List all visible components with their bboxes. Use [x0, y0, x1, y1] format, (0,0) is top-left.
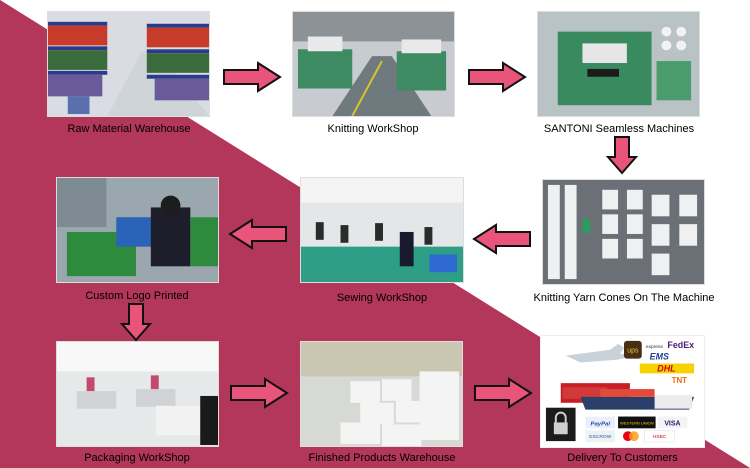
- finished-products-photo: [300, 341, 463, 447]
- step-label-packaging: Packaging WorkShop: [84, 452, 190, 464]
- step-label-logo-printed: Custom Logo Printed: [85, 290, 189, 302]
- warehouse-shelves-photo: [47, 11, 210, 117]
- arrow-right-icon: [473, 377, 533, 409]
- ups-logo-icon: [623, 340, 642, 359]
- svg-text:ups: ups: [627, 348, 639, 355]
- packaging-workshop-photo: [56, 341, 219, 447]
- svg-text:VISA: VISA: [664, 420, 680, 427]
- step-label-delivery: Delivery To Customers: [567, 452, 678, 464]
- arrow-right-icon: [222, 61, 282, 93]
- svg-text:HSBC: HSBC: [653, 434, 667, 440]
- step-label-yarn-cones: Knitting Yarn Cones On The Machine: [533, 292, 715, 304]
- seamless-machine-photo: [537, 11, 700, 117]
- logo-printing-photo: [56, 177, 219, 283]
- svg-text:PayPal: PayPal: [591, 421, 611, 427]
- arrow-left-icon: [472, 223, 532, 255]
- knitting-workshop-photo: [292, 11, 455, 117]
- svg-text:EMS: EMS: [650, 352, 669, 362]
- arrow-right-icon: [467, 61, 527, 93]
- arrow-down-icon: [120, 302, 152, 342]
- svg-text:TNT: TNT: [672, 376, 688, 385]
- sewing-workshop-photo: [300, 177, 464, 283]
- yarn-cones-photo: [542, 179, 705, 285]
- delivery-collage: ups express FedEx EMS DHL TNT PayPal WES…: [540, 335, 705, 448]
- arrow-down-icon: [606, 135, 638, 175]
- svg-text:DHL: DHL: [657, 363, 675, 373]
- step-label-santoni: SANTONI Seamless Machines: [543, 123, 695, 135]
- svg-text:FedEx: FedEx: [667, 340, 694, 350]
- step-label-raw-material: Raw Material Warehouse: [67, 123, 191, 135]
- svg-text:ESCROW: ESCROW: [589, 434, 612, 440]
- step-label-sewing: Sewing WorkShop: [336, 292, 428, 304]
- step-label-knitting-workshop: Knitting WorkShop: [327, 123, 419, 135]
- step-label-finished-products: Finished Products Warehouse: [308, 452, 456, 464]
- svg-text:WESTERN UNION: WESTERN UNION: [620, 420, 654, 425]
- arrow-left-icon: [228, 218, 288, 250]
- svg-text:express: express: [646, 344, 664, 350]
- arrow-right-icon: [229, 377, 289, 409]
